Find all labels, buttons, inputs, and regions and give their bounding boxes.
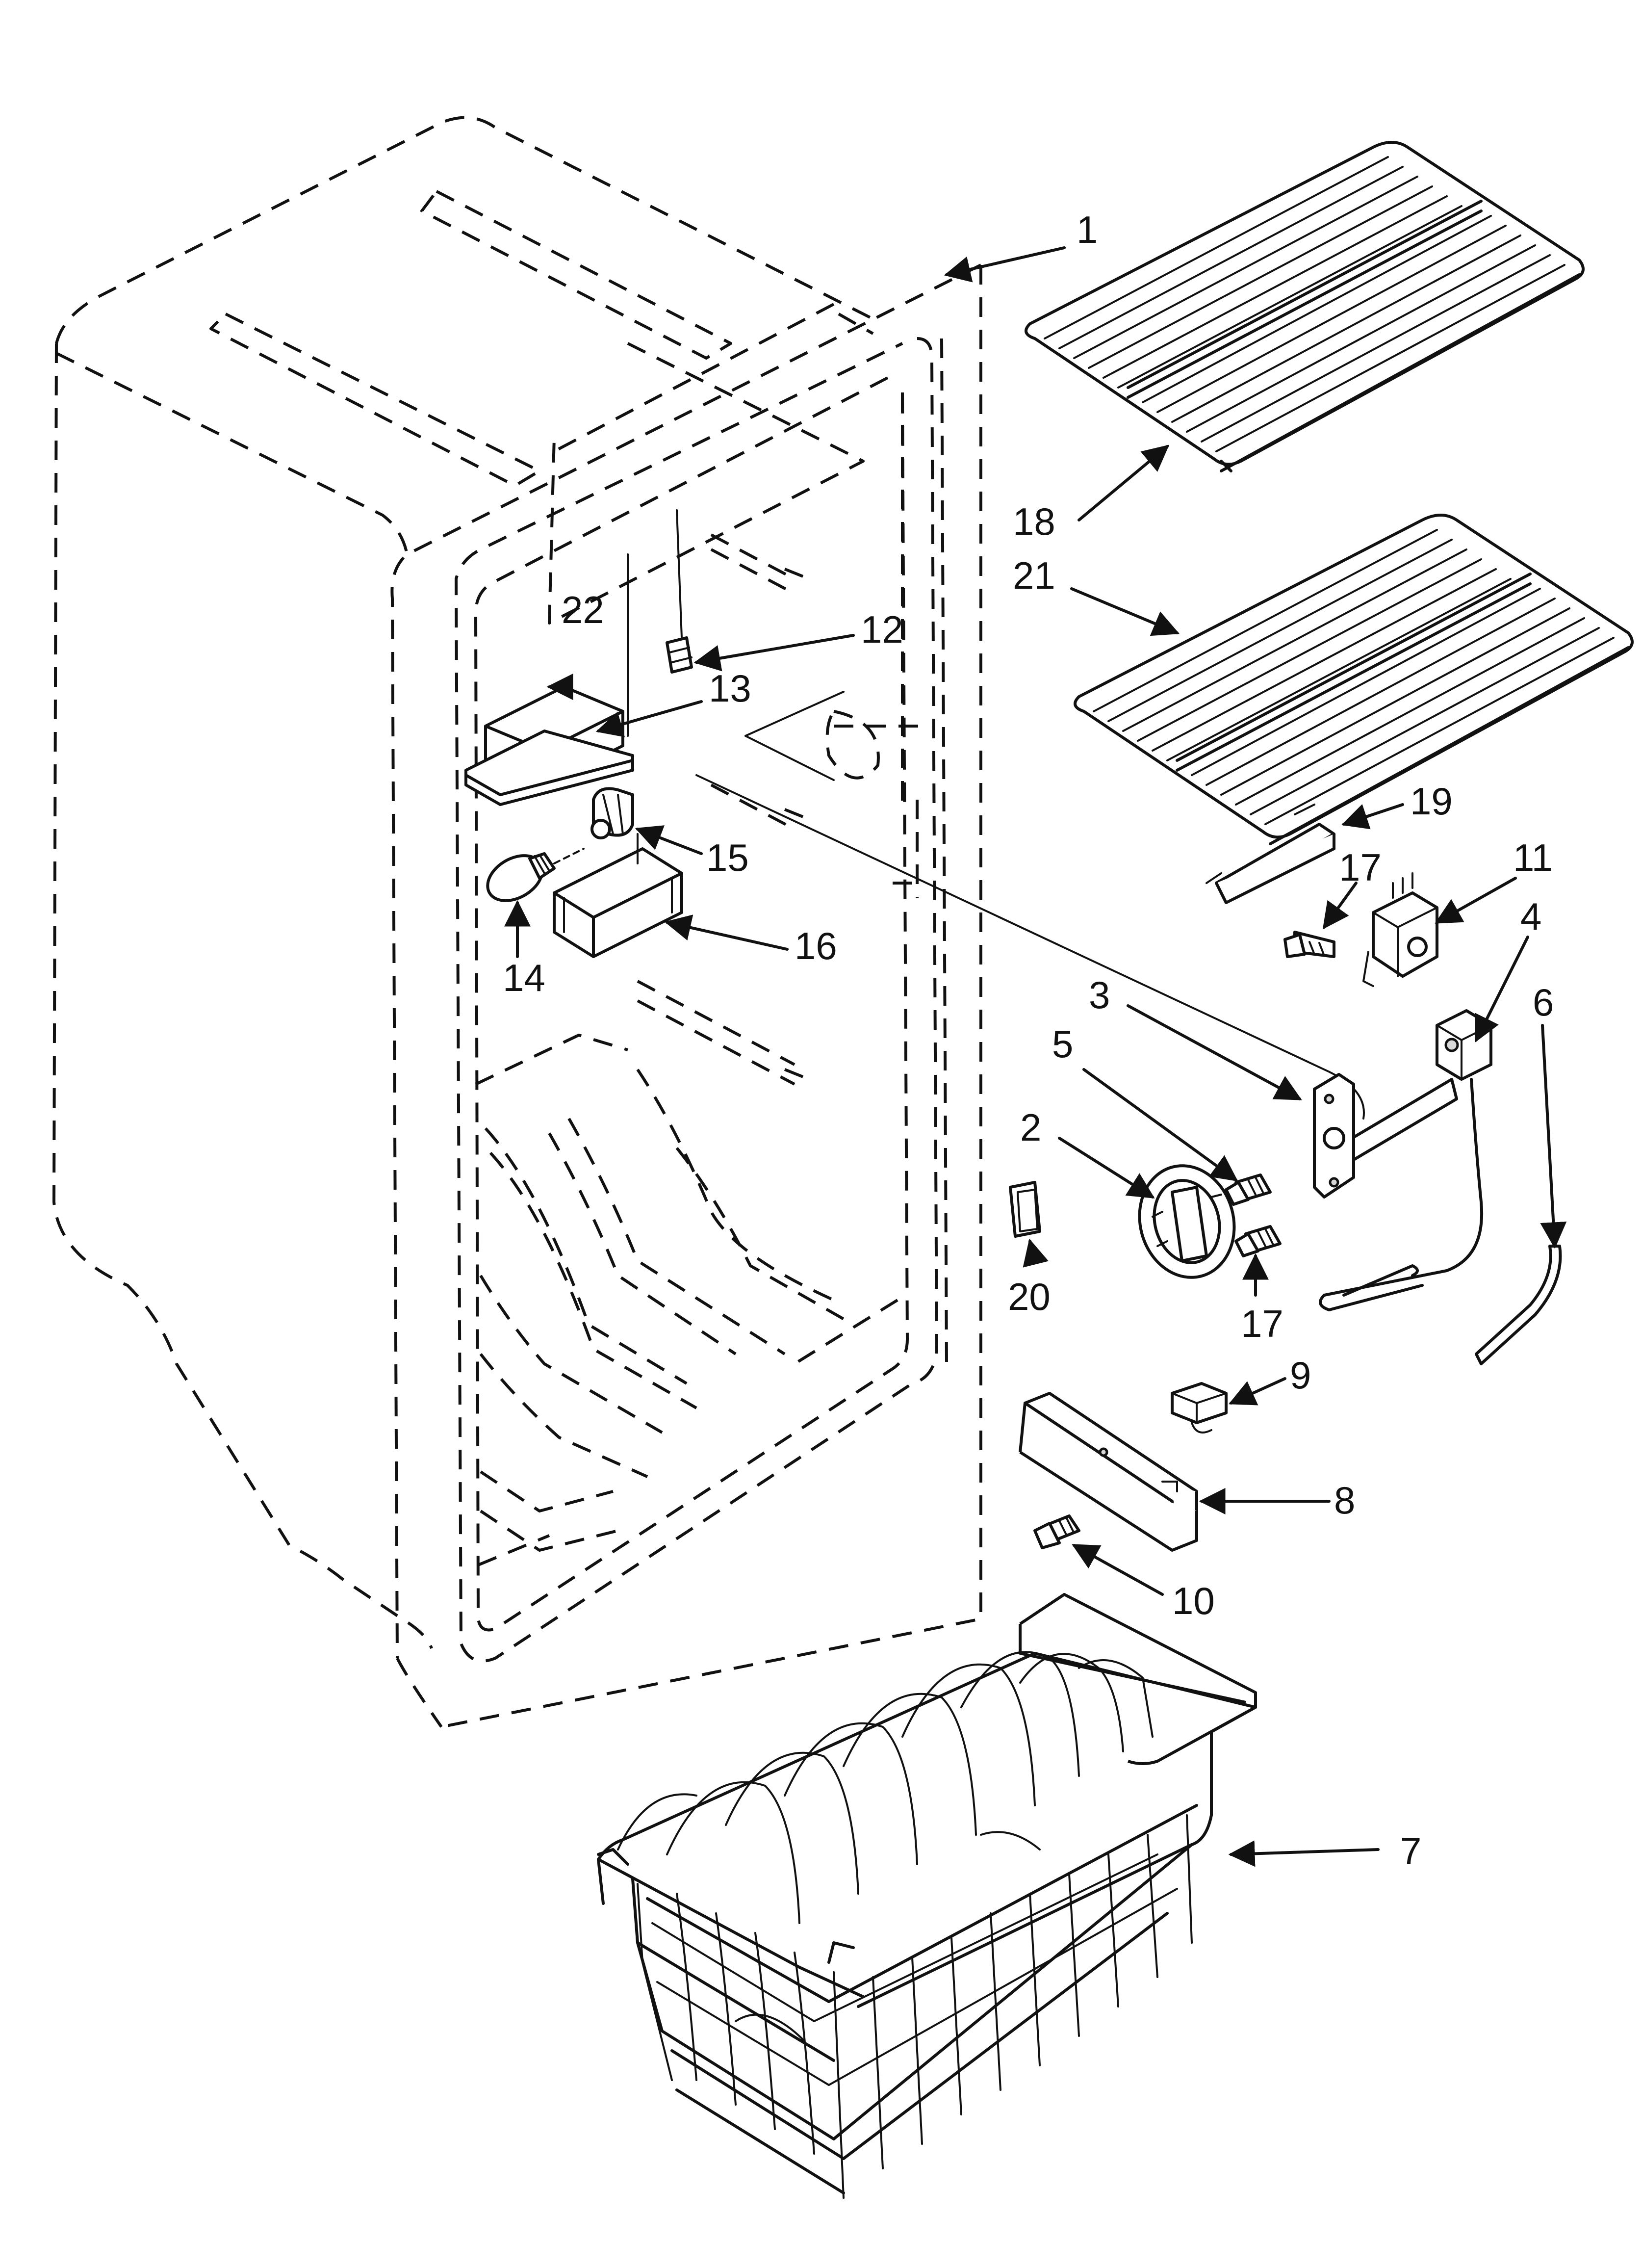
label-1: 1 xyxy=(1077,208,1098,251)
callout-arrows xyxy=(504,246,1567,1867)
socket-15 xyxy=(590,787,634,839)
part-9 xyxy=(1171,1382,1228,1434)
shelf-21 xyxy=(1074,514,1634,845)
screw-10 xyxy=(1033,1514,1080,1549)
label-3: 3 xyxy=(1089,973,1110,1017)
label-4: 4 xyxy=(1520,895,1541,938)
label-17-lower: 17 xyxy=(1241,1302,1283,1345)
label-15: 15 xyxy=(706,836,749,879)
label-12: 12 xyxy=(861,608,903,651)
callout-labels: 1 2 3 4 5 6 7 8 9 10 11 12 13 14 15 16 1… xyxy=(503,208,1554,1873)
label-8: 8 xyxy=(1334,1479,1355,1522)
basket-7 xyxy=(597,1593,1257,2199)
knob-2 xyxy=(1138,1164,1236,1279)
label-11: 11 xyxy=(1513,836,1553,879)
bulb-14 xyxy=(486,848,585,902)
label-14: 14 xyxy=(503,956,545,999)
screw-5 xyxy=(1225,1173,1272,1206)
cabinet-outline xyxy=(52,116,982,1728)
socket-12 xyxy=(666,636,693,674)
bracket-19 xyxy=(1206,804,1335,904)
screw-17-lower xyxy=(1234,1225,1282,1257)
label-13: 13 xyxy=(709,667,751,710)
label-16: 16 xyxy=(795,924,837,967)
label-10: 10 xyxy=(1172,1579,1215,1622)
label-20 xyxy=(1009,1181,1041,1238)
label-6: 6 xyxy=(1533,981,1554,1024)
thermostat-11 xyxy=(1362,872,1438,987)
label-9: 9 xyxy=(1290,1354,1311,1397)
label-21: 21 xyxy=(1013,554,1055,597)
label-5: 5 xyxy=(1052,1022,1073,1066)
plate-3 xyxy=(1313,1073,1355,1199)
label-2: 2 xyxy=(1020,1106,1041,1149)
label-22: 22 xyxy=(562,588,604,631)
light-shield-13 xyxy=(464,730,634,806)
label-20: 20 xyxy=(1008,1275,1051,1318)
label-17-upper: 17 xyxy=(1339,846,1382,889)
label-18: 18 xyxy=(1013,500,1055,543)
screw-17-upper xyxy=(1283,931,1335,958)
light-cover-16 xyxy=(553,833,683,958)
label-19: 19 xyxy=(1410,780,1453,823)
shelf-18 xyxy=(1025,141,1585,472)
tube-6 xyxy=(1475,1245,1562,1365)
bracket-8 xyxy=(1019,1392,1198,1552)
label-7: 7 xyxy=(1400,1829,1421,1873)
